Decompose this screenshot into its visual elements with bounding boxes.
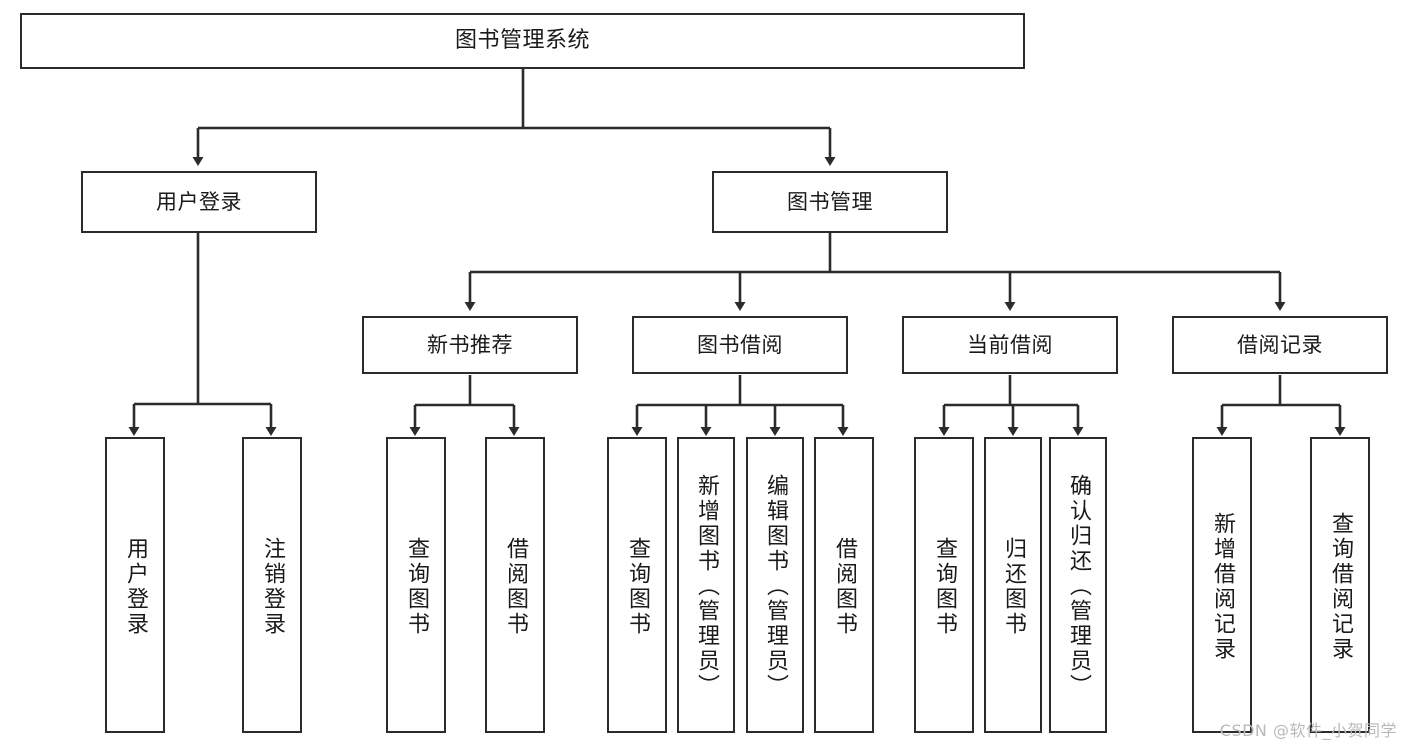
node-label: 新增图书（管理员） [694,474,719,699]
node-label: 查询图书 [404,536,429,637]
node-leaf-user-login[interactable]: 用户登录 [105,437,165,733]
node-leaf-confirm-return-admin[interactable]: 确认归还（管理员） [1049,437,1107,733]
node-leaf-query-book-current[interactable]: 查询图书 [914,437,974,733]
node-label: 注销登录 [260,536,285,637]
node-book-borrow[interactable]: 图书借阅 [632,316,848,374]
node-leaf-borrow-book-recommend[interactable]: 借阅图书 [485,437,545,733]
node-borrow-record[interactable]: 借阅记录 [1172,316,1388,374]
node-label: 借阅图书 [832,536,857,637]
node-label: 借阅图书 [503,536,528,637]
node-label: 查询图书 [932,536,957,637]
node-label: 当前借阅 [967,332,1053,357]
node-book-management[interactable]: 图书管理 [712,171,948,233]
node-label: 图书管理 [787,189,873,214]
node-label: 编辑图书（管理员） [763,474,788,699]
node-label: 查询借阅记录 [1328,511,1353,662]
node-leaf-add-borrow-record[interactable]: 新增借阅记录 [1192,437,1252,733]
node-label: 图书管理系统 [454,28,590,54]
node-new-book-recommend[interactable]: 新书推荐 [362,316,578,374]
node-leaf-add-book-admin[interactable]: 新增图书（管理员） [677,437,735,733]
node-leaf-borrow-book-borrow[interactable]: 借阅图书 [814,437,874,733]
node-user-login[interactable]: 用户登录 [81,171,317,233]
watermark-text: CSDN @软件_小贺同学 [1219,721,1397,740]
node-label: 确认归还（管理员） [1066,474,1091,699]
node-leaf-query-book-borrow[interactable]: 查询图书 [607,437,667,733]
node-label: 借阅记录 [1237,332,1323,357]
node-label: 用户登录 [123,536,148,637]
node-label: 查询图书 [625,536,650,637]
node-label: 图书借阅 [697,332,783,357]
node-leaf-edit-book-admin[interactable]: 编辑图书（管理员） [746,437,804,733]
node-label: 用户登录 [156,189,242,214]
node-root-book-management-system[interactable]: 图书管理系统 [20,13,1025,69]
node-label: 新增借阅记录 [1210,511,1235,662]
node-label: 归还图书 [1001,536,1026,637]
node-leaf-query-book-recommend[interactable]: 查询图书 [386,437,446,733]
node-leaf-logout-login[interactable]: 注销登录 [242,437,302,733]
node-leaf-query-borrow-record[interactable]: 查询借阅记录 [1310,437,1370,733]
node-label: 新书推荐 [427,332,513,357]
node-current-borrow[interactable]: 当前借阅 [902,316,1118,374]
node-leaf-return-book[interactable]: 归还图书 [984,437,1042,733]
